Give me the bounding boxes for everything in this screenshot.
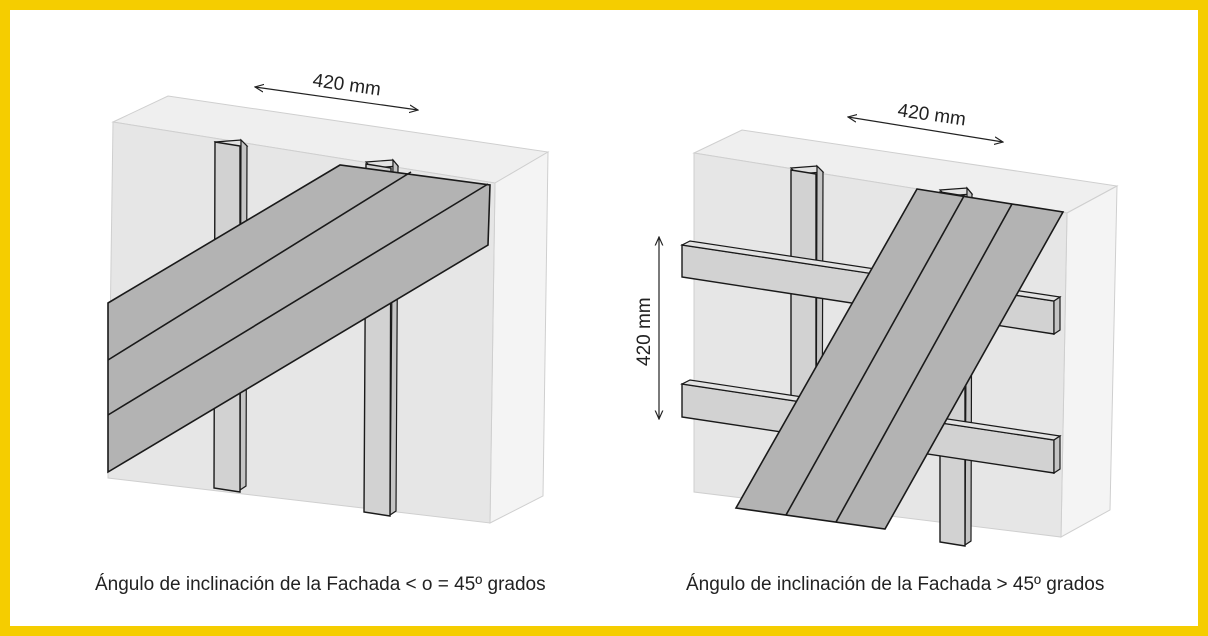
left-diagonal-boards (107, 164, 491, 474)
right-top-dimension-arrow (848, 117, 1003, 142)
left-dimension-arrow (255, 87, 418, 110)
left-caption: Ángulo de inclinación de la Fachada < o … (95, 574, 546, 595)
left-wall-diagram: 420 mm Ángulo de inclinación de la Facha… (95, 70, 550, 595)
right-caption: Ángulo de inclinación de la Fachada > 45… (686, 574, 1104, 595)
left-wall-side (489, 151, 549, 524)
right-side-dimension-label: 420 mm (634, 297, 655, 366)
right-wall-side (1060, 185, 1118, 538)
right-diagonal-boards (734, 188, 1065, 530)
right-wall-diagram: 420 mm 420 mm Ángulo de inclinación de l… (634, 100, 1119, 595)
